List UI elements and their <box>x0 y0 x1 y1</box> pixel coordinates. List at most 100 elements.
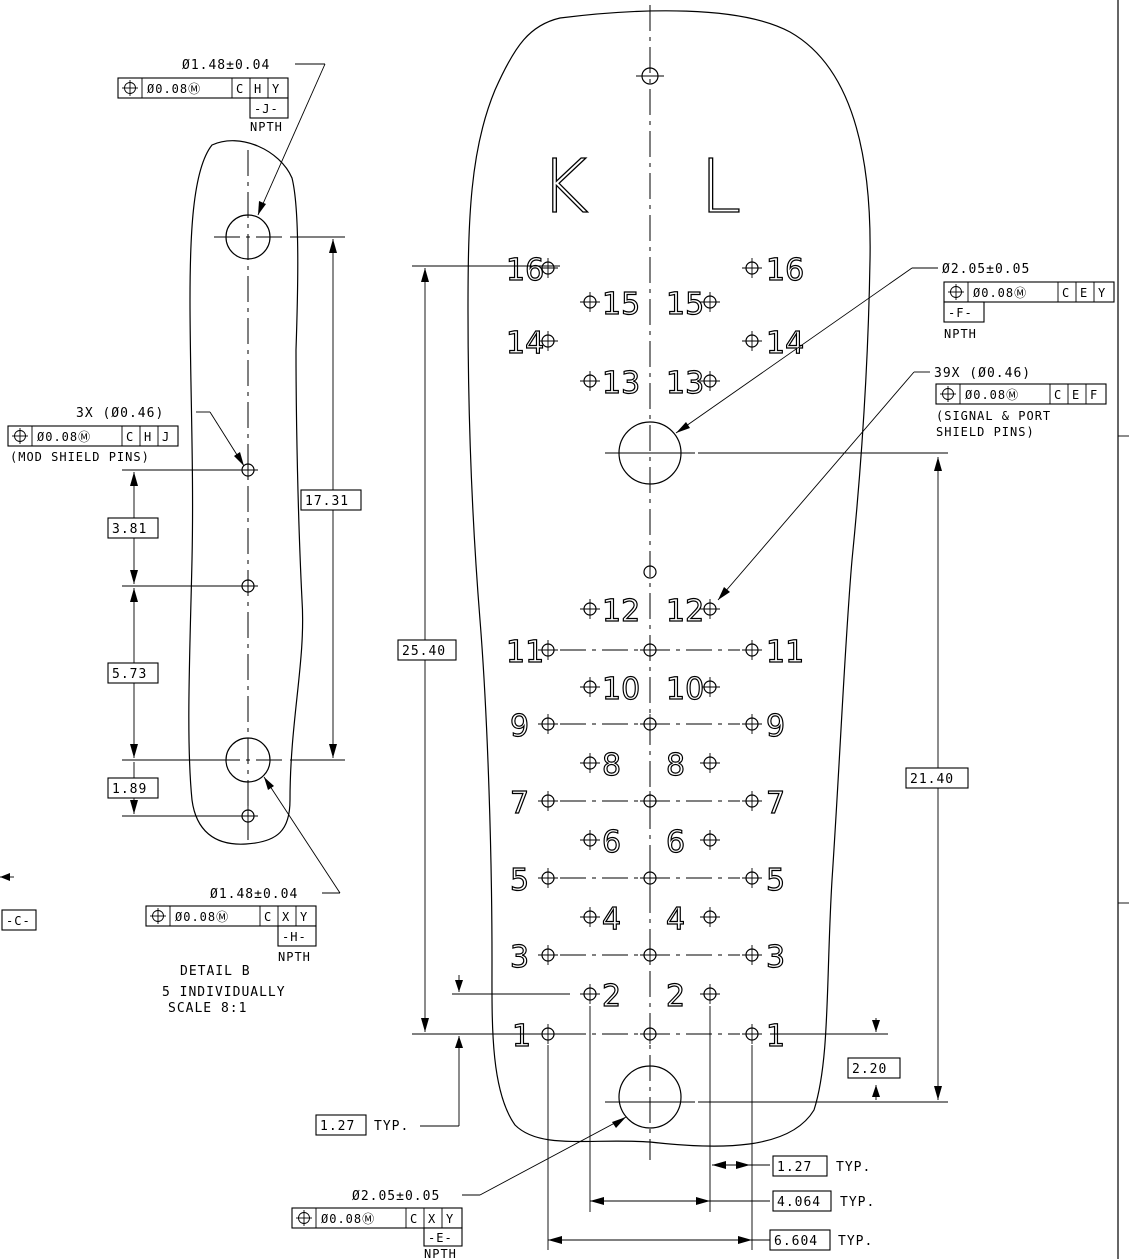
board-outline <box>467 10 871 1147</box>
svg-text:Ø1.48±0.04: Ø1.48±0.04 <box>182 58 270 73</box>
svg-text:6.604: 6.604 <box>774 1234 818 1249</box>
dim-4-064: 4.064 TYP. <box>590 1190 875 1212</box>
svg-text:Y: Y <box>446 1212 454 1226</box>
svg-text:C: C <box>1054 388 1062 402</box>
datum-c: -C- <box>0 873 37 931</box>
svg-text:Ø0.08Ⓜ: Ø0.08Ⓜ <box>147 82 201 96</box>
svg-text:25.40: 25.40 <box>402 644 446 659</box>
pin-label: 14 <box>766 326 804 361</box>
svg-text:X: X <box>428 1212 436 1226</box>
pin-label: 5 <box>766 863 785 898</box>
pin-label: 6 <box>602 825 621 860</box>
svg-text:5.73: 5.73 <box>112 667 147 682</box>
pin-label: 3 <box>766 940 785 975</box>
svg-text:Y: Y <box>1098 286 1106 300</box>
top-alignment-hole <box>636 67 664 85</box>
svg-text:1.89: 1.89 <box>112 782 147 797</box>
left-pins <box>537 257 601 1045</box>
dim-17-31: 17.31 <box>300 239 362 758</box>
pin-label: 16 <box>506 253 544 288</box>
letter-l: L <box>700 144 741 230</box>
svg-text:3X (Ø0.46): 3X (Ø0.46) <box>76 406 164 421</box>
svg-text:-J-: -J- <box>254 102 279 116</box>
dim-25-40: 25.40 <box>397 265 560 1035</box>
pin-label: 7 <box>766 786 785 821</box>
pin-label: 10 <box>602 672 640 707</box>
svg-text:-C-: -C- <box>6 914 31 928</box>
svg-text:NPTH: NPTH <box>424 1247 457 1259</box>
left-pin-labels: 16 15 14 13 12 11 10 9 8 7 6 5 4 3 2 1 <box>505 252 640 1054</box>
letter-k: K <box>540 144 589 230</box>
pin-label: 9 <box>510 709 529 744</box>
pin-label: 12 <box>602 594 640 629</box>
svg-text:39X (Ø0.46): 39X (Ø0.46) <box>934 366 1031 381</box>
svg-text:X: X <box>282 910 290 924</box>
svg-text:Ø0.08Ⓜ: Ø0.08Ⓜ <box>321 1212 375 1226</box>
detail-b-outline <box>188 140 304 845</box>
pin-label: 1 <box>766 1019 785 1054</box>
svg-text:2.20: 2.20 <box>852 1062 887 1077</box>
pin-label: 11 <box>766 635 804 670</box>
svg-text:C: C <box>126 430 134 444</box>
svg-text:1.27: 1.27 <box>777 1160 812 1175</box>
svg-text:-E-: -E- <box>428 1231 453 1245</box>
svg-text:E: E <box>1072 388 1080 402</box>
svg-text:Y: Y <box>272 82 280 96</box>
hole-f <box>605 421 948 485</box>
detail-caption-scale: SCALE 8:1 <box>168 1001 247 1016</box>
dim-2-20: 2.20 <box>770 1018 901 1100</box>
svg-text:F: F <box>1090 388 1098 402</box>
pin-label: 11 <box>506 635 544 670</box>
dim-21-40: 21.40 <box>905 457 969 1100</box>
pin-label: 2 <box>602 979 621 1014</box>
small-hole <box>643 565 657 579</box>
pin-label: 14 <box>506 326 544 361</box>
svg-text:C: C <box>1062 286 1070 300</box>
pin-label: 12 <box>666 594 704 629</box>
svg-text:3.81: 3.81 <box>112 522 147 537</box>
detail-extension-lines <box>122 469 238 817</box>
detail-hole-h <box>214 737 345 783</box>
svg-text:J: J <box>162 430 170 444</box>
svg-text:E: E <box>1080 286 1088 300</box>
callout-hole-j: Ø1.48±0.04 Ø0.08Ⓜ C H Y -J- NPTH <box>117 58 326 216</box>
callout-hole-h: Ø1.48±0.04 Ø0.08Ⓜ C X Y -H- NPTH <box>145 776 341 964</box>
svg-text:Ø2.05±0.05: Ø2.05±0.05 <box>352 1189 440 1204</box>
svg-text:H: H <box>254 82 262 96</box>
pin-label: 10 <box>666 672 704 707</box>
hole-e <box>605 1065 948 1129</box>
right-pins <box>699 257 763 1045</box>
pin-label: 2 <box>666 979 685 1014</box>
pin-label: 1 <box>512 1019 531 1054</box>
svg-text:TYP.: TYP. <box>836 1160 871 1175</box>
dim-1-27-typ-left: 1.27 TYP. <box>315 975 570 1136</box>
svg-text:NPTH: NPTH <box>278 950 311 964</box>
pin-label: 13 <box>666 366 704 401</box>
svg-text:(MOD SHIELD PINS): (MOD SHIELD PINS) <box>10 450 150 464</box>
svg-text:C: C <box>264 910 272 924</box>
pin-label: 5 <box>510 863 529 898</box>
svg-text:Ø0.08Ⓜ: Ø0.08Ⓜ <box>973 286 1027 300</box>
svg-text:-F-: -F- <box>948 306 973 320</box>
dim-5-73: 5.73 <box>107 588 159 758</box>
svg-text:1.27: 1.27 <box>320 1119 355 1134</box>
bottom-extension-lines <box>547 1006 753 1250</box>
svg-text:(SIGNAL & PORT: (SIGNAL & PORT <box>936 409 1051 423</box>
pin-label: 15 <box>602 287 640 322</box>
svg-text:Ø2.05±0.05: Ø2.05±0.05 <box>942 262 1030 277</box>
svg-text:4.064: 4.064 <box>777 1195 821 1210</box>
svg-text:C: C <box>410 1212 418 1226</box>
pin-label: 4 <box>666 902 685 937</box>
dim-3-81: 3.81 <box>107 472 159 584</box>
svg-text:Y: Y <box>300 910 308 924</box>
svg-text:TYP.: TYP. <box>838 1234 873 1249</box>
svg-text:C: C <box>236 82 244 96</box>
pin-label: 15 <box>666 287 704 322</box>
callout-3x-pins: 3X (Ø0.46) Ø0.08Ⓜ C H J (MOD SHIELD PINS… <box>7 406 245 467</box>
pin-label: 8 <box>666 748 685 783</box>
right-pin-labels: 16 15 14 13 12 11 10 9 8 7 6 5 4 3 2 1 <box>665 252 804 1054</box>
svg-text:TYP.: TYP. <box>840 1195 875 1210</box>
svg-text:-H-: -H- <box>282 930 307 944</box>
callout-hole-e: Ø2.05±0.05 Ø0.08Ⓜ C X Y -E- NPTH <box>291 1116 627 1259</box>
